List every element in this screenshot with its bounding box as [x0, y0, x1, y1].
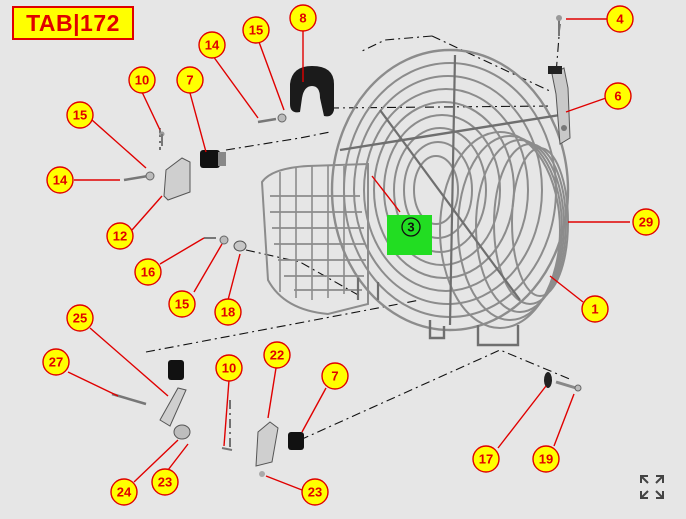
callout-25[interactable]: 25: [66, 304, 94, 332]
callout-12[interactable]: 12: [106, 222, 134, 250]
part-6-bracket: [548, 66, 571, 145]
callout-14[interactable]: 14: [198, 31, 226, 59]
callout-label: 25: [73, 311, 87, 326]
callout-7[interactable]: 7: [176, 66, 204, 94]
callout-label: 16: [141, 265, 155, 280]
callout-label: 15: [249, 23, 263, 38]
callout-label: 4: [616, 12, 624, 27]
part-7-rubber-mount: [200, 150, 226, 168]
callout-label: 22: [270, 348, 284, 363]
callout-17[interactable]: 17: [472, 445, 500, 473]
fan-guard-small: [260, 162, 380, 316]
callout-15[interactable]: 15: [242, 16, 270, 44]
callout-16[interactable]: 16: [134, 258, 162, 286]
callout-label: 23: [308, 485, 322, 500]
expand-arrows-icon[interactable]: [639, 474, 665, 500]
callout-label: 24: [117, 485, 132, 500]
small-hardware: [111, 113, 582, 477]
callout-label: 1: [591, 302, 598, 317]
callout-label: 17: [479, 452, 493, 467]
callout-label: 12: [113, 229, 127, 244]
callout-label: 19: [539, 452, 553, 467]
callout-bubbles: 4 8 15 14 6 10 7 15 14 12 29 16 15 18 1 25 27 22 10 7 24 23 23…: [42, 4, 660, 506]
callout-15[interactable]: 15: [168, 290, 196, 318]
callout-18[interactable]: 18: [214, 298, 242, 326]
callout-4[interactable]: 4: [606, 5, 634, 33]
callout-7[interactable]: 7: [321, 362, 349, 390]
part-4-screw: [556, 15, 562, 36]
callout-label: 7: [186, 73, 193, 88]
callout-label: 10: [222, 361, 236, 376]
part-25-bracket: [159, 360, 191, 440]
callout-19[interactable]: 19: [532, 445, 560, 473]
callout-label: 27: [49, 355, 63, 370]
leader-lines: [67, 18, 630, 491]
callout-label: 14: [53, 173, 68, 188]
callout-10[interactable]: 10: [215, 354, 243, 382]
part-12-bracket: [163, 157, 191, 201]
callout-label: 29: [639, 215, 653, 230]
assembly-lines: [145, 23, 573, 450]
callout-23[interactable]: 23: [301, 478, 329, 506]
part-8-strap: [290, 66, 334, 117]
callout-label: 14: [205, 38, 220, 53]
callout-23[interactable]: 23: [151, 468, 179, 496]
callout-15[interactable]: 15: [66, 101, 94, 129]
callout-label: 7: [331, 369, 338, 384]
callout-label: 8: [299, 11, 306, 26]
callout-6[interactable]: 6: [604, 82, 632, 110]
callout-label: 18: [221, 305, 235, 320]
callout-label: 15: [73, 108, 87, 123]
callout-22[interactable]: 22: [263, 341, 291, 369]
part-22-bracket: [255, 421, 304, 467]
callout-label: 10: [135, 73, 149, 88]
callout-1[interactable]: 1: [581, 295, 609, 323]
highlight-label: 3: [407, 220, 414, 235]
callout-label: 15: [175, 297, 189, 312]
callout-14[interactable]: 14: [46, 166, 74, 194]
highlight-callout-3[interactable]: 3: [387, 215, 432, 255]
callout-27[interactable]: 27: [42, 348, 70, 376]
callout-label: 6: [614, 89, 621, 104]
callout-8[interactable]: 8: [289, 4, 317, 32]
callout-24[interactable]: 24: [110, 478, 138, 506]
callout-label: 23: [158, 475, 172, 490]
callout-10[interactable]: 10: [128, 66, 156, 94]
tab-number-label: TAB|172: [12, 6, 134, 40]
callout-29[interactable]: 29: [632, 208, 660, 236]
